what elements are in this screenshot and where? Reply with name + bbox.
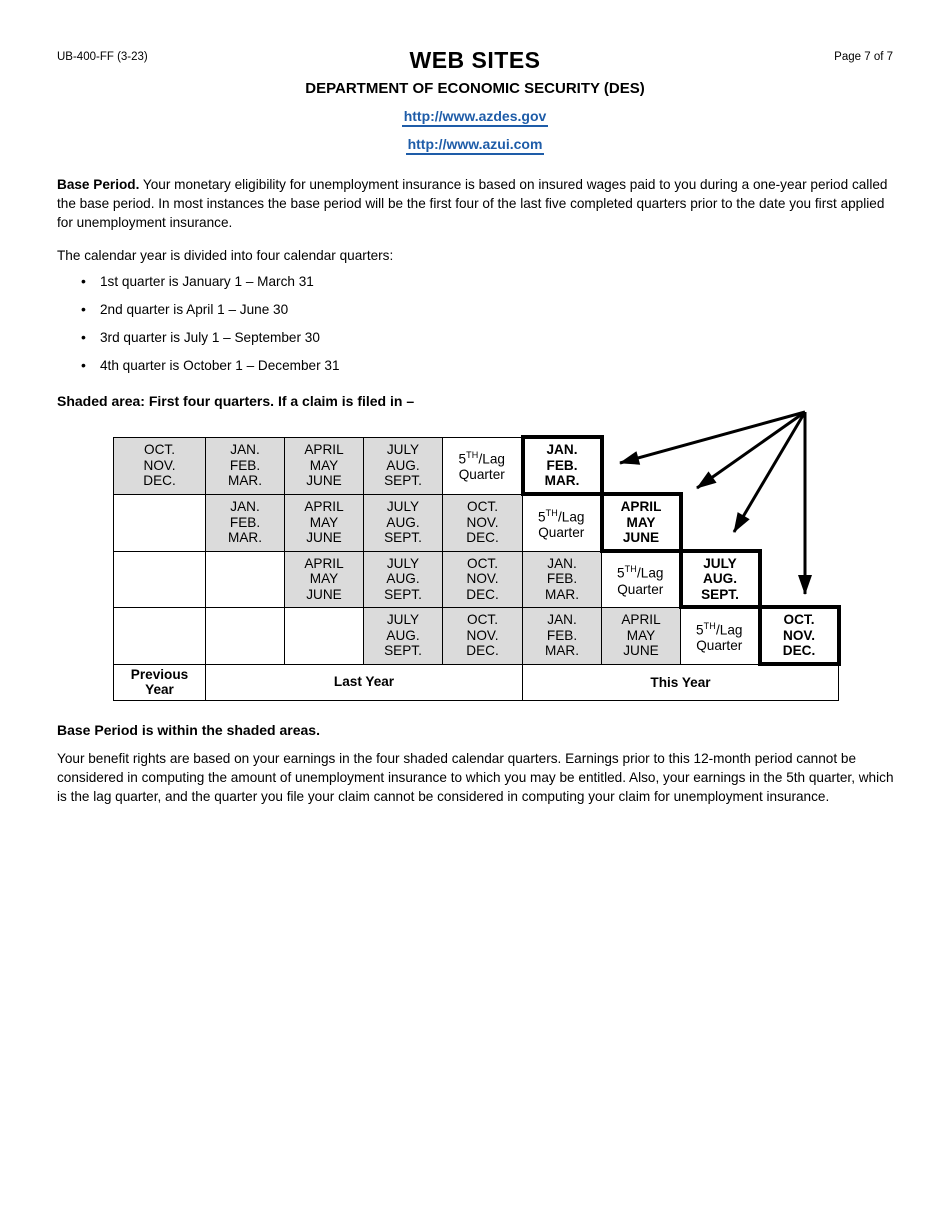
base-period-paragraph: Base Period. Your monetary eligibility f… [57,177,888,230]
empty-space [601,437,681,494]
claim-filed-cell: JAN. FEB. MAR. [520,435,604,496]
empty-space [759,494,839,551]
azui-link[interactable]: http://www.azui.com [405,136,545,155]
link-row: http://www.azdes.gov [0,108,950,127]
table-row: OCT. NOV. DEC. JAN. FEB. MAR. APRIL MAY … [113,435,839,496]
quarter-cell: JAN. FEB. MAR. [205,436,285,495]
table-row: JULY AUG. SEPT. OCT. NOV. DEC. JAN. FEB.… [113,605,841,666]
base-period-table: OCT. NOV. DEC. JAN. FEB. MAR. APRIL MAY … [113,435,841,701]
table-footer-row: Previous Year Last Year This Year [113,663,839,701]
quarter-cell: APRIL MAY JUNE [284,550,364,608]
table-row: APRIL MAY JUNE JULY AUG. SEPT. OCT. NOV.… [113,549,839,609]
blank-cell [113,550,206,608]
table-row: JAN. FEB. MAR. APRIL MAY JUNE JULY AUG. … [113,492,839,553]
quarter-cell: JAN. FEB. MAR. [522,550,602,608]
quarter-bullet-list: 1st quarter is January 1 – March 31 2nd … [57,272,757,384]
page-title: WEB SITES [409,47,541,73]
benefit-rights-paragraph: Your benefit rights are based on your ea… [57,751,894,804]
base-period-lead: Base Period. [57,177,140,192]
quarter-cell: OCT. NOV. DEC. [113,436,206,495]
claim-filed-cell: OCT. NOV. DEC. [757,605,841,666]
empty-space [680,437,760,494]
calendar-quarters-line: The calendar year is divided into four c… [57,248,394,263]
page-number: Page 7 of 7 [834,51,893,63]
last-year-cell: Last Year [205,663,523,701]
quarter-cell: JULY AUG. SEPT. [363,606,443,665]
blank-cell [113,493,206,552]
quarter-cell: APRIL MAY JUNE [284,436,364,495]
page-subtitle: DEPARTMENT OF ECONOMIC SECURITY (DES) [305,80,645,97]
azdes-link[interactable]: http://www.azdes.gov [401,108,549,127]
list-item: 1st quarter is January 1 – March 31 [57,272,757,291]
blank-cell [205,606,285,665]
previous-year-cell: Previous Year [113,663,206,701]
shaded-area-heading: Shaded area: First four quarters. If a c… [57,393,415,409]
form-number: UB-400-FF (3-23) [57,51,148,63]
claim-filed-cell: JULY AUG. SEPT. [678,549,762,609]
quarter-cell: OCT. NOV. DEC. [442,493,523,552]
empty-space [680,494,760,551]
quarter-cell: OCT. NOV. DEC. [442,606,523,665]
quarter-cell: JULY AUG. SEPT. [363,436,443,495]
list-item: 3rd quarter is July 1 – September 30 [57,328,757,347]
blank-cell [284,606,364,665]
this-year-cell: This Year [522,663,839,701]
link-row: http://www.azui.com [0,136,950,155]
empty-space [759,437,839,494]
claim-filed-cell: APRIL MAY JUNE [599,492,683,553]
quarter-cell: APRIL MAY JUNE [284,493,364,552]
quarter-cell: JAN. FEB. MAR. [205,493,285,552]
quarter-cell: APRIL MAY JUNE [601,606,681,665]
quarter-cell: JAN. FEB. MAR. [522,606,602,665]
list-item: 4th quarter is October 1 – December 31 [57,356,757,375]
quarter-cell: JULY AUG. SEPT. [363,550,443,608]
blank-cell [113,606,206,665]
empty-space [759,551,839,607]
blank-cell [205,550,285,608]
quarter-cell: JULY AUG. SEPT. [363,493,443,552]
base-period-shaded-note: Base Period is within the shaded areas. [57,722,320,738]
list-item: 2nd quarter is April 1 – June 30 [57,300,757,319]
quarter-cell: OCT. NOV. DEC. [442,550,523,608]
